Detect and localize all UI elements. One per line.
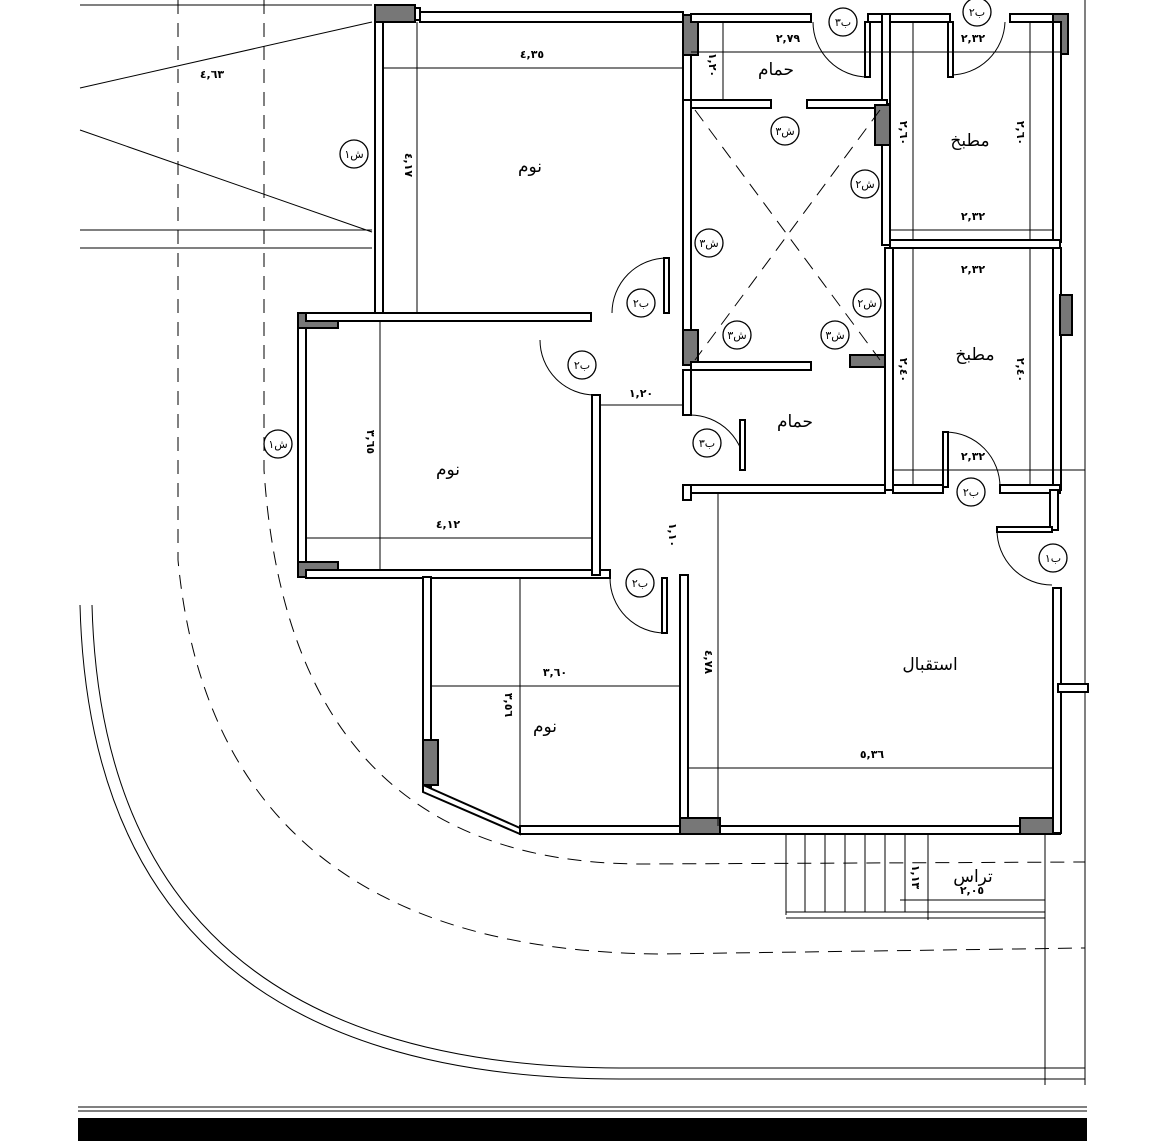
dim-bedroom-mid-w: ٤,١٢ — [436, 518, 461, 531]
dim-bedroom-top-h: ٤,١٧ — [402, 153, 415, 178]
dim-reception-w: ٥,٣٦ — [860, 748, 885, 761]
dimension-lines — [306, 22, 1085, 901]
dim-bath-top-w: ٢,٧٩ — [776, 32, 801, 45]
dim-kitchen-lower-h2: ٢,٤٠ — [1014, 358, 1027, 382]
dim-bath-top-h: ١,٢٠ — [706, 53, 719, 77]
room-label-reception: استقبال — [902, 655, 957, 675]
window-tag: ش١ — [344, 148, 363, 161]
window-tag: ش٣ — [727, 329, 746, 342]
room-label-bedroom-top: نوم — [518, 157, 542, 177]
dim-kitchen-top-h2: ٢,٦٠ — [1014, 121, 1027, 145]
dim-kitchen-lower-w1: ٢,٣٢ — [961, 263, 986, 276]
room-label-kitchen-top: مطبخ — [950, 131, 989, 151]
window-tag: ش٢ — [857, 297, 876, 310]
room-label-terrace: تراس — [953, 867, 993, 887]
door-tag: ب٢ — [574, 359, 590, 372]
dim-terrace-w: ٢,٠٥ — [960, 884, 985, 897]
stairs — [785, 834, 1045, 920]
window-tag: ش٣ — [825, 329, 844, 342]
tags: ش١ ش١ ش٢ ش٢ ش٣ ش٣ ش٣ ش٣ ب٢ ب٢ ب٢ ب٢ ب٢ ب… — [263, 0, 1068, 598]
door-tag: ب٢ — [963, 486, 979, 499]
dim-kitchen-top-w2: ٢,٣٢ — [961, 210, 986, 223]
room-label-bath-lower: حمام — [777, 412, 813, 432]
door-tag: ب٢ — [633, 297, 649, 310]
window-tag: ش٣ — [699, 237, 718, 250]
door-tag: ب٣ — [699, 437, 715, 450]
walls — [297, 4, 1089, 836]
door-tag: ب١ — [1045, 552, 1061, 565]
dim-reception-h: ٤,٧٨ — [702, 650, 715, 675]
room-label-bedroom-bottom: نوم — [533, 717, 557, 737]
window-tag: ش١ — [268, 438, 287, 451]
dim-terrace-h: ١,١٣ — [909, 865, 922, 890]
room-label-bath-top: حمام — [758, 60, 794, 80]
door-tag: ب٣ — [835, 16, 851, 29]
dim-corridor-h: ١,١٠ — [666, 523, 679, 547]
doors — [539, 21, 1053, 634]
dim-corridor-w: ١,٢٠ — [629, 387, 653, 400]
dim-kitchen-top-w1: ٢,٣٢ — [961, 32, 986, 45]
dim-bedroom-bot-h: ٣,٥٦ — [502, 693, 515, 718]
dim-outer-left: ٤,٦٣ — [200, 68, 225, 81]
room-label-bedroom-middle: نوم — [436, 460, 460, 480]
window-tag: ش٣ — [775, 125, 794, 138]
dim-kitchen-top-h1: ٢,٦٠ — [897, 121, 910, 145]
site-lines — [78, 0, 1087, 1141]
dim-bedroom-top-w: ٤,٣٥ — [520, 48, 545, 61]
dim-bedroom-bot-w: ٣,٦٠ — [543, 666, 567, 679]
door-tag: ب٢ — [632, 577, 648, 590]
dim-kitchen-lower-w2: ٢,٣٢ — [961, 450, 986, 463]
door-tag: ب٢ — [969, 6, 985, 19]
dim-kitchen-lower-h1: ٢,٤٠ — [897, 358, 910, 382]
dim-bedroom-mid-h: ٣,٦٥ — [364, 430, 377, 455]
room-label-kitchen-lower: مطبخ — [955, 345, 994, 365]
window-tag: ش٢ — [855, 178, 874, 191]
